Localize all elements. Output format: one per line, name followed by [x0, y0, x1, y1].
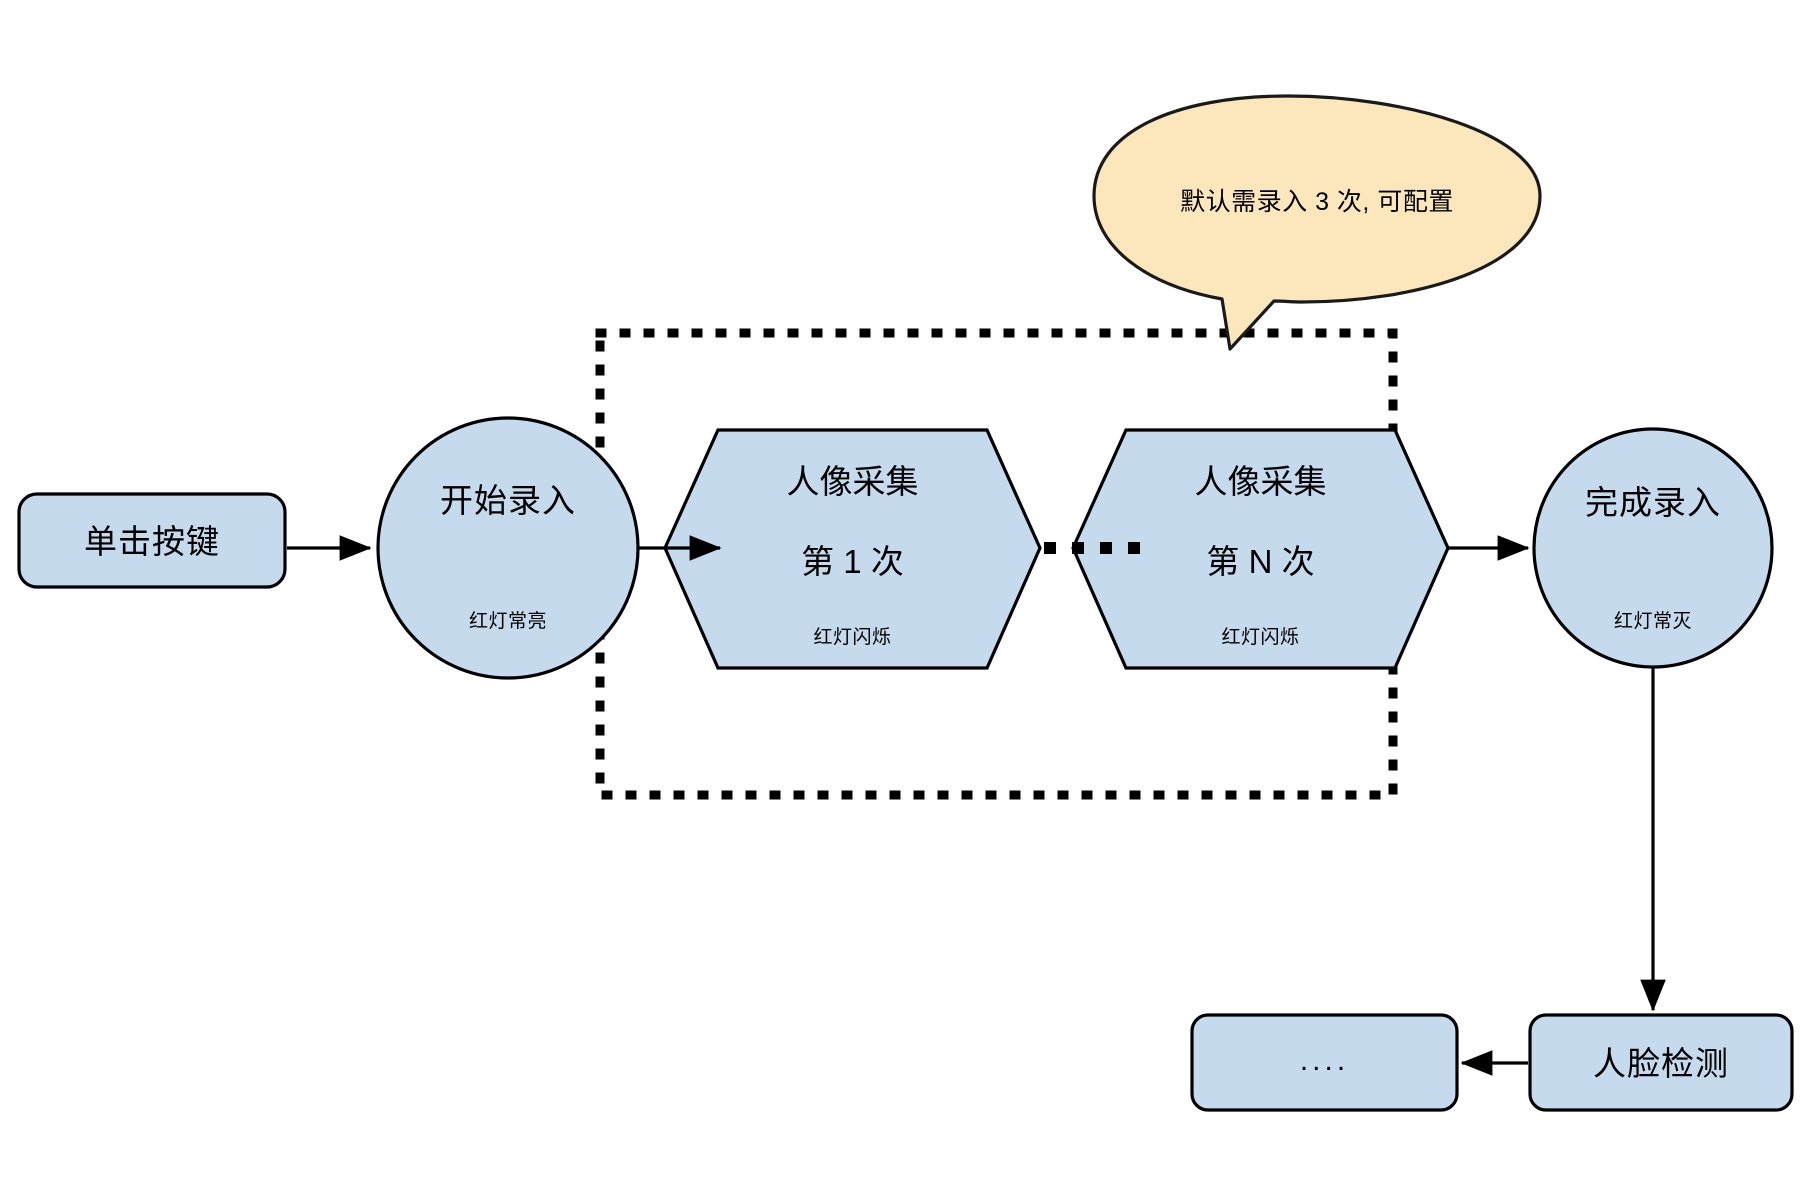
- node-capture-first-shape[interactable]: [663, 428, 1042, 670]
- node-click-button-shape[interactable]: [17, 492, 287, 589]
- node-finish-enroll-shape[interactable]: [1532, 427, 1774, 669]
- ellipsis-between-hexagons: [1044, 542, 1140, 554]
- node-start-enroll-shape[interactable]: [376, 416, 640, 680]
- callout-bubble: [1092, 94, 1542, 351]
- node-face-detect-shape[interactable]: [1528, 1013, 1794, 1112]
- node-more-steps-shape[interactable]: [1190, 1013, 1459, 1112]
